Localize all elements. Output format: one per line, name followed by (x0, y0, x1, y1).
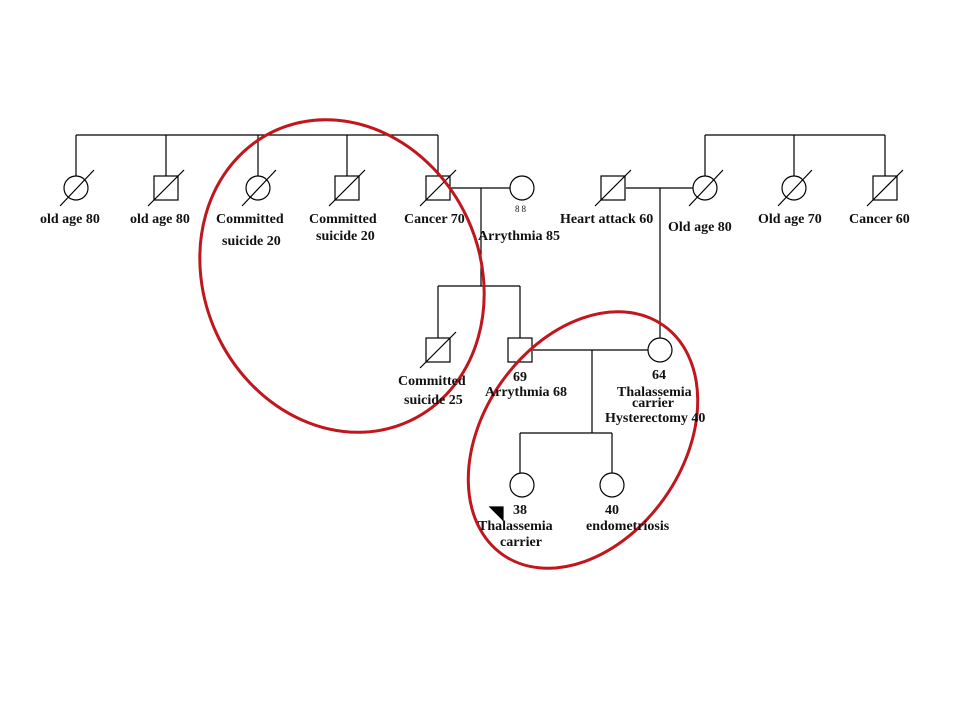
person-label: Arrythmia 68 (485, 385, 567, 400)
male-deceased-symbol (419, 169, 457, 207)
female-deceased-symbol (59, 169, 95, 207)
person-label: suicide 20 (316, 229, 375, 244)
person-label: old age 80 (130, 212, 190, 227)
pedigree-labels: old age 80 old age 80 Committed suicide … (40, 204, 910, 550)
person-label: endometriosis (586, 519, 670, 534)
highlight-ellipse-maternal (466, 310, 700, 570)
age-label: 69 (513, 370, 527, 385)
person-label: Old age 80 (668, 220, 732, 235)
female-symbol (509, 472, 535, 498)
person-label: carrier (632, 396, 674, 411)
highlight-ellipse-paternal (198, 118, 486, 434)
person-label: Thalassemia (478, 519, 553, 534)
male-deceased-symbol (147, 169, 185, 207)
female-deceased-symbol (777, 169, 813, 207)
person-label: Thalassemia (617, 385, 692, 400)
female-deceased-symbol (688, 169, 724, 207)
female-symbol (647, 337, 673, 363)
female-symbol (599, 472, 625, 498)
pedigree-symbols (59, 169, 904, 522)
age-label: 64 (652, 368, 666, 383)
age-label: 40 (605, 503, 619, 518)
person-label: Committed (398, 374, 466, 389)
person-label: Committed (309, 212, 377, 227)
male-deceased-symbol (419, 331, 457, 369)
female-symbol (509, 175, 535, 201)
person-label: Arrythmia 85 (478, 229, 560, 244)
pedigree-lines (75, 134, 886, 473)
male-deceased-symbol (328, 169, 366, 207)
person-label: Hysterectomy 40 (605, 411, 705, 426)
person-label: carrier (500, 535, 542, 550)
person-label: suicide 20 (222, 234, 281, 249)
female-deceased-symbol (241, 169, 277, 207)
person-label: Cancer 60 (849, 212, 910, 227)
person-label: Committed (216, 212, 284, 227)
age-mark: 88 (515, 204, 528, 214)
person-label: Old age 70 (758, 212, 822, 227)
proband-arrow-icon (488, 506, 504, 522)
male-deceased-symbol (594, 169, 632, 207)
highlight-annotations (198, 118, 700, 570)
person-label: Heart attack 60 (560, 212, 653, 227)
age-label: 38 (513, 503, 527, 518)
person-label: old age 80 (40, 212, 100, 227)
male-deceased-symbol (866, 169, 904, 207)
person-label: suicide 25 (404, 393, 463, 408)
person-label: Cancer 70 (404, 212, 465, 227)
